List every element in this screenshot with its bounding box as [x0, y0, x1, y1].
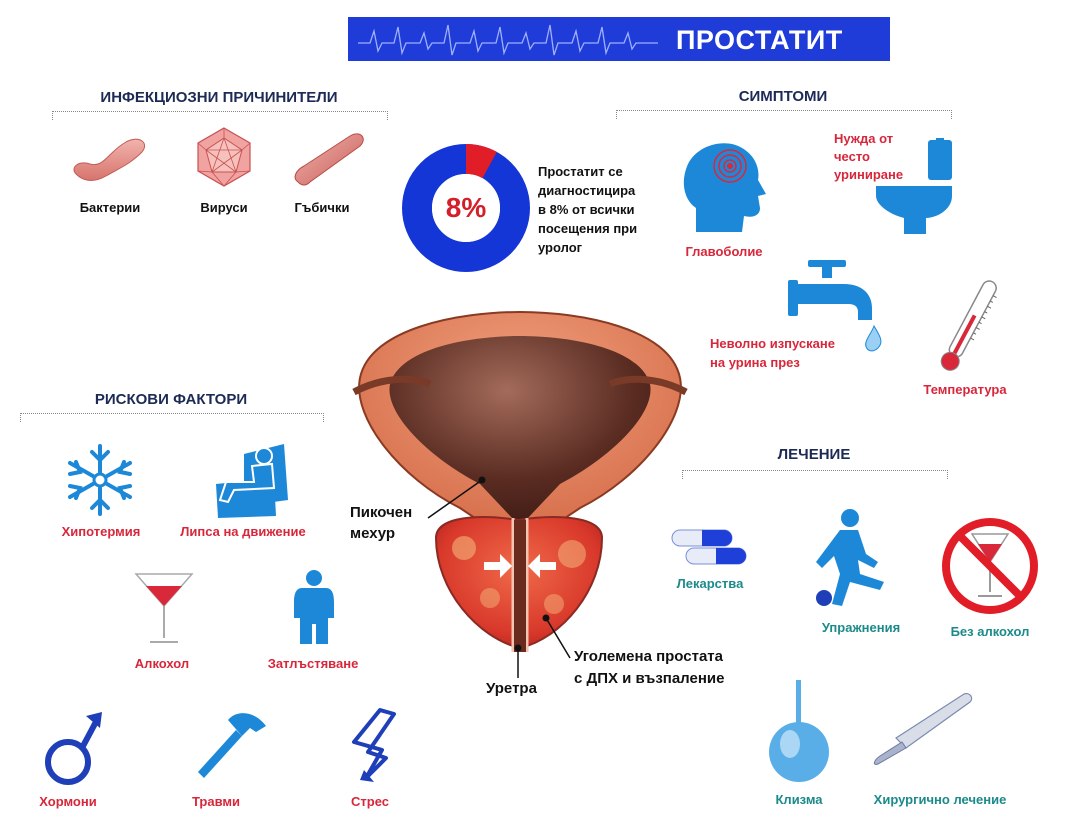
enema-bulb-icon: [769, 680, 829, 782]
section-risks-bracket: [20, 413, 324, 422]
stat-text: Простатит се диагностицира в 8% от всичк…: [538, 162, 668, 257]
symptom-label-headache: Главоболие: [685, 244, 763, 259]
fungi-icon: [294, 133, 364, 186]
risk-label-stress: Стрес: [351, 794, 389, 809]
virus-icon: [197, 127, 251, 187]
symptom-label-temperature: Температура: [923, 382, 1007, 397]
faucet-icon: [788, 260, 882, 352]
stat-text-line: уролог: [538, 240, 583, 255]
snowflake-icon: [68, 444, 132, 516]
symptom-label-line: Неволно изпускане: [710, 336, 835, 351]
anatomy-label-line: с ДПХ и възпаление: [574, 670, 725, 687]
section-infections-title: ИНФЕКЦИОЗНИ ПРИЧИНИТЕЛИ: [100, 89, 338, 106]
heartbeat-icon: [358, 24, 658, 56]
headache-head-icon: [683, 143, 766, 232]
symptom-label-line: често: [834, 149, 870, 164]
infection-label-bacteria: Бактерии: [79, 200, 141, 215]
thermometer-icon: [940, 280, 997, 371]
section-symptoms-title: СИМПТОМИ: [738, 88, 828, 105]
anatomy-label-line: Уголемена простата: [574, 648, 723, 665]
anatomy-label-prostate: Уголемена простата с ДПХ и възпаление: [574, 646, 724, 690]
stat-text-line: диагностицира: [538, 183, 636, 198]
infection-label-fungi: Гъбички: [294, 200, 350, 215]
section-symptoms-bracket: [616, 110, 952, 119]
infection-label-viruses: Вируси: [200, 200, 248, 215]
bacteria-icon: [73, 138, 146, 181]
anatomy-label-urethra: Уретра: [486, 680, 537, 697]
toilet-icon: [876, 138, 952, 234]
risk-label-injuries: Травми: [191, 794, 241, 809]
section-treatment-bracket: [682, 470, 948, 479]
section-treatment-title: ЛЕЧЕНИЕ: [777, 446, 851, 463]
anatomy-label-bladder: Пикочен мехур: [350, 502, 412, 544]
risk-label-obesity: Затлъстяване: [267, 656, 359, 671]
treatment-label-surgery: Хирургично лечение: [873, 792, 1007, 807]
risk-label-inactivity: Липса на движение: [180, 524, 306, 539]
exercise-person-icon: [816, 509, 884, 606]
section-infections-bracket: [52, 111, 388, 120]
symptom-label-line: Нужда от: [834, 131, 894, 146]
treatment-label-no-alcohol: Без алкохол: [950, 624, 1030, 639]
stat-text-line: в 8% от всички: [538, 202, 635, 217]
treatment-label-medication: Лекарства: [676, 576, 744, 591]
scalpel-icon: [873, 693, 973, 765]
cocktail-glass-icon: [134, 573, 194, 643]
lightning-stress-icon: [352, 708, 396, 782]
stat-value: 8%: [445, 192, 487, 223]
risk-label-hormones: Хормони: [39, 794, 97, 809]
treatment-label-enema: Клизма: [775, 792, 823, 807]
title-banner: ПРОСТАТИТ: [348, 17, 890, 61]
section-risks-title: РИСКОВИ ФАКТОРИ: [94, 391, 248, 408]
stat-text-line: посещения при: [538, 221, 638, 236]
page-title: ПРОСТАТИТ: [676, 25, 843, 55]
stat-text-line: Простатит се: [538, 164, 623, 179]
hammer-icon: [198, 713, 266, 778]
risk-label-hypothermia: Хипотермия: [61, 524, 141, 539]
stat-donut-chart: [402, 144, 530, 272]
treatment-label-exercise: Упражнения: [821, 620, 901, 635]
anatomy-label-line: Пикочен: [350, 504, 413, 521]
male-symbol-icon: [45, 712, 102, 785]
symptom-label-line: на урина през: [710, 355, 800, 370]
prostate-bladder-illustration: [352, 310, 688, 678]
risk-label-alcohol: Алкохол: [134, 656, 190, 671]
stat-donut-slice: [402, 144, 530, 272]
symptom-label-line: уриниране: [834, 167, 904, 182]
no-alcohol-icon: [942, 518, 1038, 614]
anatomy-label-line: мехур: [350, 525, 396, 542]
symptom-label-frequent: Нужда от често уриниране: [834, 130, 903, 184]
armchair-icon: [216, 444, 288, 518]
obese-person-icon: [294, 570, 334, 644]
pills-icon: [671, 529, 747, 565]
symptom-label-incontinence: Неволно изпускане на урина през: [710, 334, 835, 372]
